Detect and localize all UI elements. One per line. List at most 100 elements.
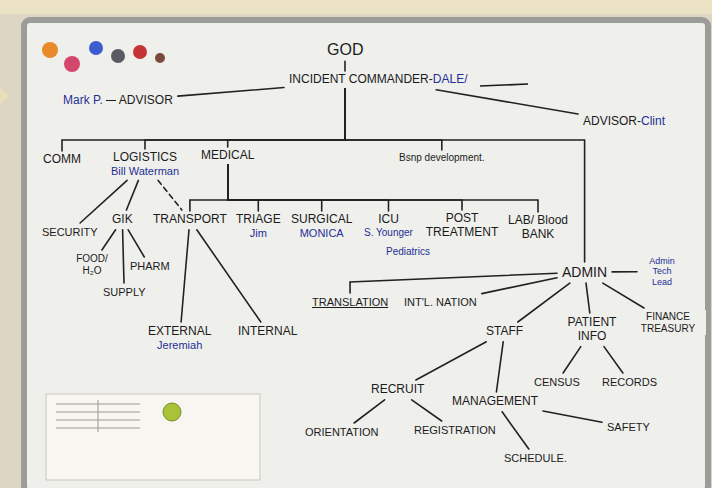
person-name: Clint <box>641 115 665 129</box>
unit-label: Bsnp development. <box>399 152 485 164</box>
connector-line <box>354 400 385 423</box>
slide-arrow <box>0 88 10 104</box>
person-name: Jeremiah <box>157 339 202 352</box>
unit-label: EXTERNAL <box>148 325 211 339</box>
org-unit: Mark P.ADVISOR <box>60 93 176 109</box>
magnet <box>133 45 147 59</box>
magnet <box>111 49 125 63</box>
org-unit: SCHEDULE. <box>501 451 570 466</box>
unit-label: ORIENTATION <box>305 426 379 439</box>
unit-label: COMM <box>43 153 81 167</box>
unit-label: LAB/ Blood BANK <box>505 214 571 242</box>
unit-label: CENSUS <box>534 376 580 389</box>
unit-label: SUPPLY <box>103 286 146 299</box>
org-unit: TRANSLATION <box>309 295 391 310</box>
connector-line <box>586 283 590 313</box>
org-unit: FINANCE TREASURY <box>630 310 706 335</box>
magnet <box>163 403 181 421</box>
org-unit: RECRUIT <box>368 382 427 398</box>
pinned-paper <box>46 394 260 480</box>
paper-rule <box>98 400 99 432</box>
unit-label: RECRUIT <box>371 383 424 397</box>
unit-label: LOGISTICS <box>113 151 177 165</box>
connector-line <box>344 61 346 71</box>
connector-line <box>102 230 116 250</box>
org-unit: PATIENT INFO <box>559 315 625 345</box>
org-unit: INT'L. NATION <box>401 295 480 310</box>
connector-line <box>190 165 228 211</box>
org-unit: COMM <box>40 152 84 168</box>
unit-label: REGISTRATION <box>414 424 496 437</box>
connector-line <box>502 412 529 449</box>
blank-underline <box>480 84 528 86</box>
org-unit: RECORDS <box>599 375 660 390</box>
magnet <box>42 42 58 58</box>
org-unit: ICUS. Younger <box>361 212 416 239</box>
unit-label: FINANCE TREASURY <box>633 311 703 334</box>
org-unit: Bsnp development. <box>396 151 488 165</box>
connector-line <box>128 230 144 257</box>
org-unit: INCIDENT COMMANDER-DALE/ <box>286 72 470 88</box>
org-unit: STAFF <box>483 324 526 340</box>
connector-line <box>543 411 602 422</box>
connector-line <box>604 347 623 373</box>
org-unit: LAB/ Blood BANK <box>502 213 574 243</box>
connector-line <box>603 283 644 308</box>
connector-line <box>123 230 124 283</box>
unit-label: PHARM <box>130 260 170 273</box>
person-name: DALE/ <box>433 73 468 87</box>
unit-label: TRANSPORT <box>153 213 227 227</box>
unit-label: SCHEDULE. <box>504 452 567 465</box>
org-unit: TRANSPORT <box>150 212 230 228</box>
unit-label: ADVISOR <box>119 94 173 108</box>
org-unit: Admin Tech Lead <box>639 255 685 288</box>
unit-label: ADMIN <box>562 264 607 280</box>
connector-line <box>178 88 284 97</box>
org-unit: SECURITY <box>39 225 101 240</box>
connector-line <box>563 347 581 373</box>
unit-label: SECURITY <box>42 226 98 239</box>
magnet <box>89 41 103 55</box>
org-unit: ADMIN <box>559 263 610 281</box>
connector-line <box>228 165 258 211</box>
unit-label: RECORDS <box>602 376 657 389</box>
connector-line <box>197 230 261 322</box>
org-unit: REGISTRATION <box>411 423 499 438</box>
unit-label: MANAGEMENT <box>452 395 538 409</box>
connector-line <box>612 271 637 273</box>
person-name: Jim <box>250 227 267 240</box>
unit-label: TRANSLATION <box>312 296 388 309</box>
org-unit: MEDICAL <box>198 148 257 164</box>
unit-label: INCIDENT COMMANDER- <box>289 73 433 87</box>
connector-line <box>350 273 557 293</box>
connector-line <box>345 89 442 150</box>
connector-line <box>436 90 578 114</box>
person-name: MONICA <box>300 227 344 240</box>
org-unit: GOD <box>324 40 366 60</box>
org-unit: PHARM <box>127 259 173 274</box>
unit-label: GIK <box>112 213 133 227</box>
unit-label: ADVISOR- <box>583 115 641 129</box>
org-unit: POST TREATMENT <box>419 211 505 241</box>
org-unit: ADVISOR-Clint <box>580 114 668 130</box>
connector-line <box>228 165 389 211</box>
org-unit: TRIAGEJim <box>233 212 284 240</box>
connector-line <box>482 278 557 294</box>
connector-line <box>181 230 189 322</box>
connector-line <box>412 400 442 421</box>
connector-line <box>228 89 345 147</box>
connector-line <box>496 342 503 392</box>
magnet <box>155 53 165 63</box>
unit-label: TRIAGE <box>236 213 281 227</box>
connector-line <box>228 165 322 211</box>
org-unit: SURGICALMONICA <box>288 212 355 240</box>
unit-label: GOD <box>327 41 363 59</box>
org-unit: CENSUS <box>531 375 583 390</box>
org-unit: EXTERNALJeremiah <box>145 324 214 352</box>
unit-label: STAFF <box>486 325 523 339</box>
magnet <box>64 56 80 72</box>
org-unit: MANAGEMENT <box>449 394 541 410</box>
person-name: S. Younger <box>364 227 413 239</box>
connector-line <box>345 89 585 262</box>
